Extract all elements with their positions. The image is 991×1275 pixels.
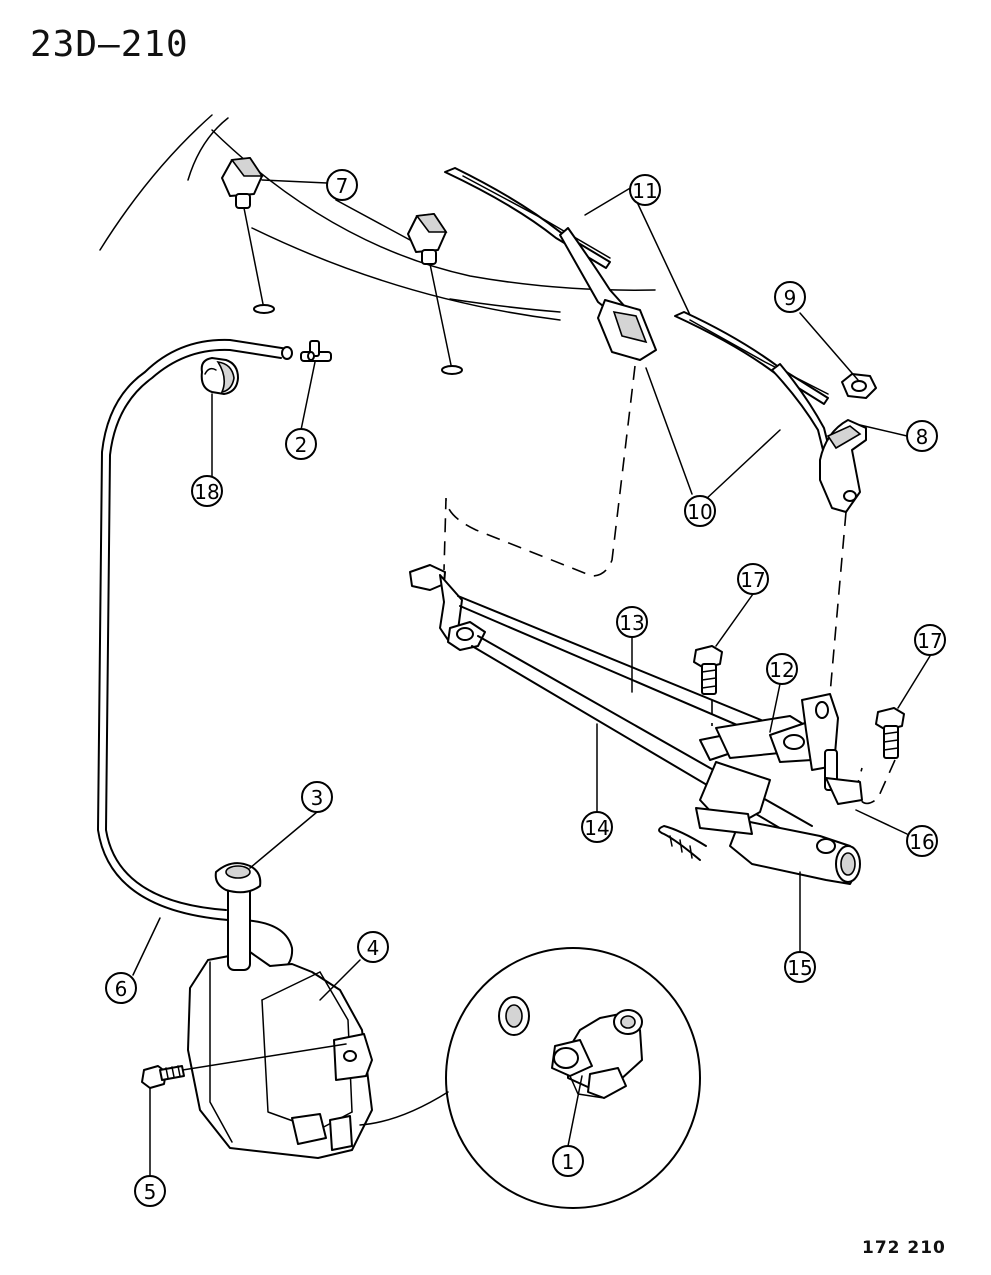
callout-15-label: 15 bbox=[787, 956, 812, 980]
callout-17-right: 17 bbox=[914, 624, 946, 656]
callout-7: 7 bbox=[326, 169, 358, 201]
callout-12: 12 bbox=[766, 653, 798, 685]
callout-3-label: 3 bbox=[311, 786, 324, 810]
callout-13-label: 13 bbox=[619, 611, 644, 635]
callout-7-label: 7 bbox=[336, 174, 349, 198]
linkage-bolt-right bbox=[875, 707, 905, 759]
callout-9-label: 9 bbox=[784, 286, 797, 310]
callout-17-right-label: 17 bbox=[917, 629, 942, 653]
washer-nozzle-left bbox=[221, 157, 275, 314]
callout-11: 11 bbox=[629, 174, 661, 206]
callout-4: 4 bbox=[357, 931, 389, 963]
callout-14: 14 bbox=[581, 811, 613, 843]
leader-lines bbox=[132, 179, 931, 1177]
callout-4-label: 4 bbox=[367, 936, 380, 960]
figure-number: 172 210 bbox=[862, 1238, 946, 1258]
callout-1: 1 bbox=[552, 1145, 584, 1177]
callout-9: 9 bbox=[774, 281, 806, 313]
callout-17-left-label: 17 bbox=[740, 568, 765, 592]
callout-10-label: 10 bbox=[687, 500, 712, 524]
hood-outline bbox=[99, 114, 656, 321]
callout-6-label: 6 bbox=[115, 977, 128, 1001]
callout-10: 10 bbox=[684, 495, 716, 527]
callout-2: 2 bbox=[285, 428, 317, 460]
callout-1-label: 1 bbox=[562, 1150, 575, 1174]
callout-8-label: 8 bbox=[916, 425, 929, 449]
washer-reservoir bbox=[169, 862, 373, 1159]
callout-17-left: 17 bbox=[737, 563, 769, 595]
callout-5: 5 bbox=[134, 1175, 166, 1207]
callout-12-label: 12 bbox=[769, 658, 794, 682]
wiper-linkage-assembly bbox=[409, 564, 863, 885]
callout-11-label: 11 bbox=[632, 179, 657, 203]
wiper-arm-right bbox=[771, 363, 867, 513]
callout-18: 18 bbox=[191, 475, 223, 507]
callout-16-label: 16 bbox=[909, 830, 934, 854]
callout-8: 8 bbox=[906, 420, 938, 452]
callout-18-label: 18 bbox=[194, 480, 219, 504]
callout-6: 6 bbox=[105, 972, 137, 1004]
callout-13: 13 bbox=[616, 606, 648, 638]
callout-14-label: 14 bbox=[584, 816, 609, 840]
hose-tee-connector bbox=[300, 340, 332, 362]
reservoir-screw bbox=[141, 1065, 185, 1089]
linkage-bolt-left bbox=[693, 645, 723, 695]
wiper-blade-right bbox=[674, 311, 829, 405]
washer-pump-detail bbox=[359, 947, 701, 1209]
wiper-arm-nut bbox=[841, 373, 877, 399]
wiper-arm-left bbox=[559, 227, 657, 361]
callout-3: 3 bbox=[301, 781, 333, 813]
callout-2-label: 2 bbox=[295, 433, 308, 457]
washer-nozzle-right bbox=[407, 213, 463, 375]
hose-grommet bbox=[200, 357, 239, 395]
callout-16: 16 bbox=[906, 825, 938, 857]
callout-5-label: 5 bbox=[144, 1180, 157, 1204]
callout-15: 15 bbox=[784, 951, 816, 983]
diagram-code: 23D–210 bbox=[30, 24, 189, 65]
